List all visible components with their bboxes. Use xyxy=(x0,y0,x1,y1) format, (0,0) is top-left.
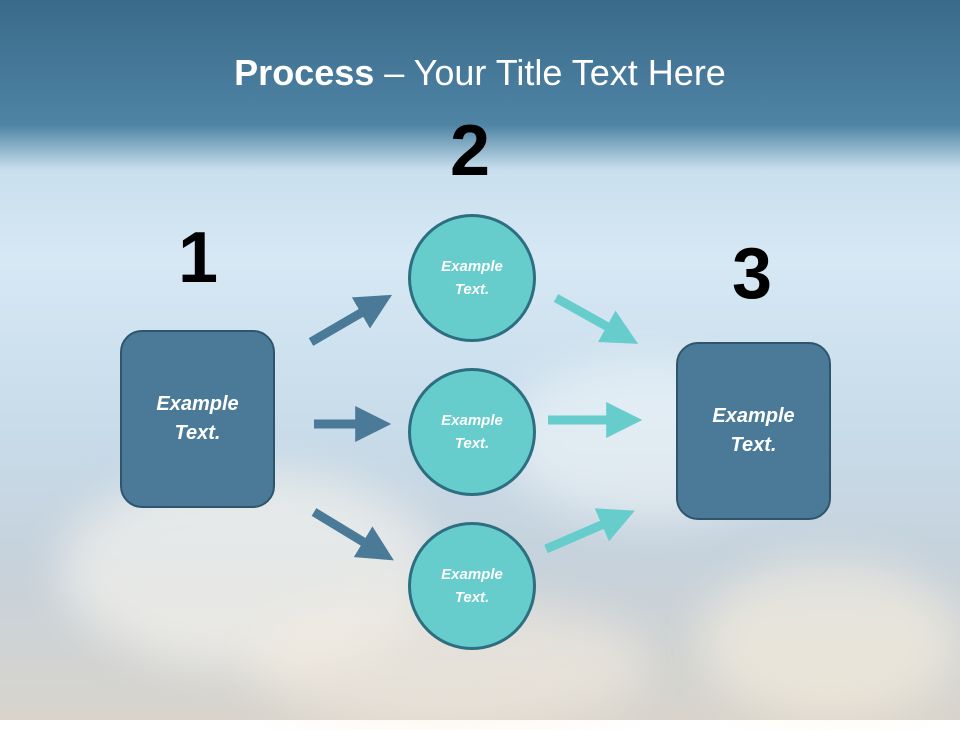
circle-bottom-text: Example Text. xyxy=(441,566,503,606)
step-3-box: Example Text. xyxy=(676,342,831,520)
circle-top-text: Example Text. xyxy=(441,258,503,298)
step-2-circle-top: Example Text. xyxy=(408,214,536,342)
step-number-2: 2 xyxy=(450,111,491,191)
arrow-bottom-circle-to-box xyxy=(544,508,635,554)
step-1-text: Example Text. xyxy=(156,393,239,444)
step-1-box: Example Text. xyxy=(120,330,275,508)
arrow-top-circle-to-box xyxy=(553,294,639,344)
arrow-box-to-bottom-circle xyxy=(311,508,394,561)
slide-title: Process – Your Title Text Here xyxy=(0,52,960,94)
step-number-3: 3 xyxy=(732,234,773,314)
step-3-text: Example Text. xyxy=(712,405,795,456)
step-number-1: 1 xyxy=(178,218,219,298)
step-2-circle-bottom: Example Text. xyxy=(408,522,536,650)
cloud-glow xyxy=(700,560,960,720)
step-2-circle-middle: Example Text. xyxy=(408,368,536,496)
title-rest: – Your Title Text Here xyxy=(374,52,726,93)
arrow-box-to-top-circle xyxy=(308,294,393,346)
circle-middle-text: Example Text. xyxy=(441,412,503,452)
title-bold: Process xyxy=(234,52,375,93)
